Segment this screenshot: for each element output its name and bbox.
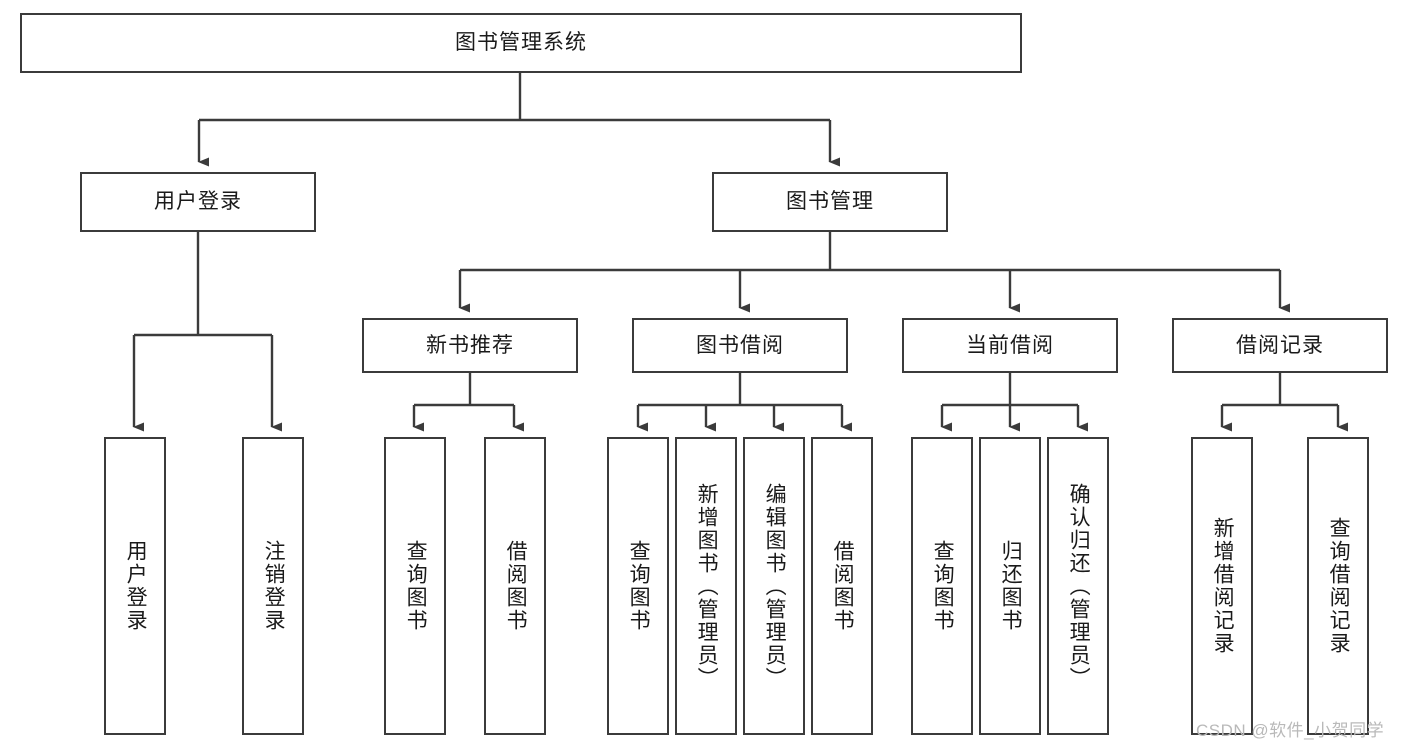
node-leaf-return-book[interactable]: 归还图书	[979, 437, 1041, 735]
node-label: 注销登录	[262, 540, 286, 632]
node-current-borrow[interactable]: 当前借阅	[902, 318, 1118, 373]
node-label: 当前借阅	[966, 333, 1054, 357]
node-leaf-add-borrow-record[interactable]: 新增借阅记录	[1191, 437, 1253, 735]
node-new-book-recommend[interactable]: 新书推荐	[362, 318, 578, 373]
node-label: 新增借阅记录	[1211, 517, 1235, 655]
node-leaf-query-borrow-record[interactable]: 查询借阅记录	[1307, 437, 1369, 735]
node-label: 新增图书（管理员）	[695, 482, 719, 690]
node-label: 查询图书	[627, 540, 651, 632]
node-label: 用户登录	[124, 540, 148, 632]
node-label: 查询借阅记录	[1327, 517, 1351, 655]
node-root-system[interactable]: 图书管理系统	[20, 13, 1022, 73]
node-label: 归还图书	[999, 540, 1023, 632]
node-label: 借阅记录	[1236, 333, 1324, 357]
node-leaf-query-book-new[interactable]: 查询图书	[384, 437, 446, 735]
node-label: 查询图书	[404, 540, 428, 632]
node-user-login[interactable]: 用户登录	[80, 172, 316, 232]
node-leaf-logout[interactable]: 注销登录	[242, 437, 304, 735]
node-label: 借阅图书	[504, 540, 528, 632]
watermark-text: CSDN @软件_小贺同学	[1196, 721, 1385, 740]
node-label: 编辑图书（管理员）	[763, 482, 787, 690]
node-leaf-edit-book-admin[interactable]: 编辑图书（管理员）	[743, 437, 805, 735]
node-leaf-query-book-borrow[interactable]: 查询图书	[607, 437, 669, 735]
node-book-borrow[interactable]: 图书借阅	[632, 318, 848, 373]
node-leaf-confirm-return-admin[interactable]: 确认归还（管理员）	[1047, 437, 1109, 735]
node-label: 确认归还（管理员）	[1067, 482, 1091, 690]
node-label: 用户登录	[154, 190, 242, 214]
node-label: 图书管理系统	[455, 31, 587, 55]
node-book-management[interactable]: 图书管理	[712, 172, 948, 232]
node-label: 借阅图书	[831, 540, 855, 632]
node-leaf-user-login[interactable]: 用户登录	[104, 437, 166, 735]
node-leaf-borrow-book-new[interactable]: 借阅图书	[484, 437, 546, 735]
node-label: 图书借阅	[696, 333, 784, 357]
node-leaf-borrow-book[interactable]: 借阅图书	[811, 437, 873, 735]
node-borrow-records[interactable]: 借阅记录	[1172, 318, 1388, 373]
node-leaf-add-book-admin[interactable]: 新增图书（管理员）	[675, 437, 737, 735]
node-label: 查询图书	[931, 540, 955, 632]
node-label: 图书管理	[786, 190, 874, 214]
node-leaf-query-book-current[interactable]: 查询图书	[911, 437, 973, 735]
node-label: 新书推荐	[426, 333, 514, 357]
